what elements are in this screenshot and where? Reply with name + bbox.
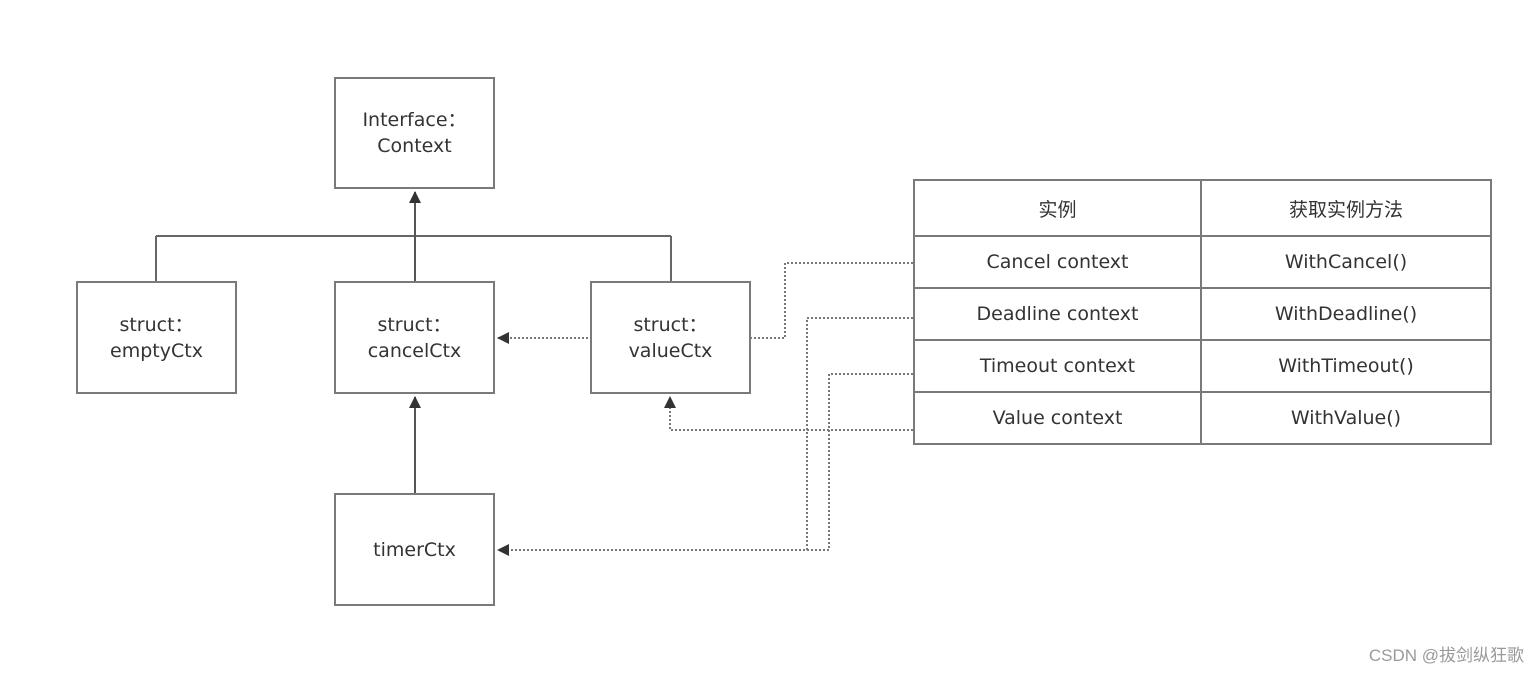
table-header-row: 实例 获取实例方法 [913, 179, 1492, 237]
table-row: Value context WithValue() [913, 391, 1492, 445]
table-cell-instance: Timeout context [913, 339, 1202, 393]
table-cell-instance: Value context [913, 391, 1202, 445]
context-methods-table: 实例 获取实例方法 Cancel context WithCancel() De… [913, 179, 1492, 445]
table-cell-method: WithTimeout() [1200, 339, 1492, 393]
node-label-line2: emptyCtx [110, 339, 203, 362]
cancel-ctx-node: struct： cancelCtx [334, 281, 495, 394]
node-label-line2: cancelCtx [367, 339, 462, 362]
node-label-line1: Interface： [362, 109, 467, 131]
table-cell-method: WithValue() [1200, 391, 1492, 445]
interface-context-node: Interface： Context [334, 77, 495, 189]
node-label-line1: struct： [119, 313, 194, 336]
node-label-line2: valueCtx [628, 339, 713, 362]
timer-ctx-node: timerCtx [334, 493, 495, 606]
table-row: Deadline context WithDeadline() [913, 287, 1492, 341]
value-row-connector [664, 396, 913, 431]
table-cell-method: WithCancel() [1200, 235, 1492, 289]
table-header-method: 获取实例方法 [1200, 179, 1492, 237]
node-label-line1: timerCtx [373, 538, 456, 561]
timeout-row-connector [520, 373, 913, 551]
node-label-line1: struct： [377, 313, 452, 336]
empty-ctx-node: struct： emptyCtx [76, 281, 237, 394]
table-cell-instance: Deadline context [913, 287, 1202, 341]
node-label-line1: struct： [633, 313, 708, 336]
table-header-instance: 实例 [913, 179, 1202, 237]
table-cell-instance: Cancel context [913, 235, 1202, 289]
table-row: Timeout context WithTimeout() [913, 339, 1492, 393]
value-ctx-node: struct： valueCtx [590, 281, 751, 394]
table-row: Cancel context WithCancel() [913, 235, 1492, 289]
watermark: CSDN @拔剑纵狂歌 [1368, 646, 1524, 665]
cancel-row-connector [497, 262, 913, 344]
table-cell-method: WithDeadline() [1200, 287, 1492, 341]
node-label-line2: Context [377, 135, 452, 157]
